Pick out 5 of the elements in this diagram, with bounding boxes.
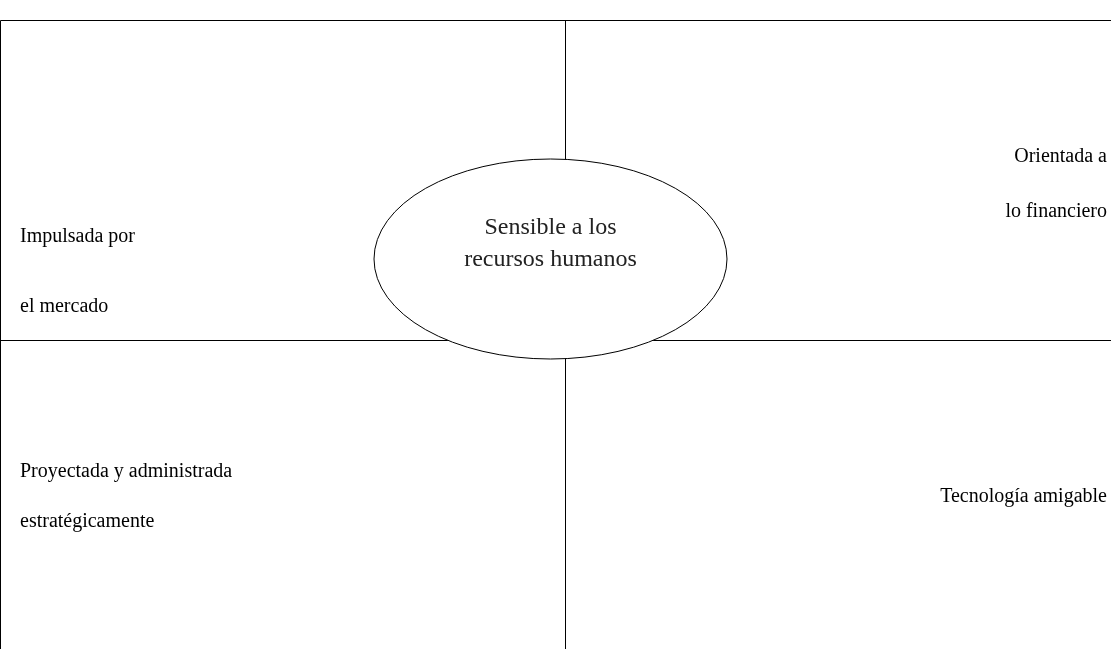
quadrant-label: Orientada a lo financiero bbox=[1004, 143, 1107, 223]
ellipse-label: Sensible a los recursos humanos bbox=[463, 212, 638, 273]
quadrant-label: Impulsada por el mercado bbox=[20, 223, 136, 318]
quadrant-label: Proyectada y administrada estratégicamente bbox=[20, 458, 234, 534]
quadrant-label: Tecnología amigable bbox=[939, 483, 1107, 509]
